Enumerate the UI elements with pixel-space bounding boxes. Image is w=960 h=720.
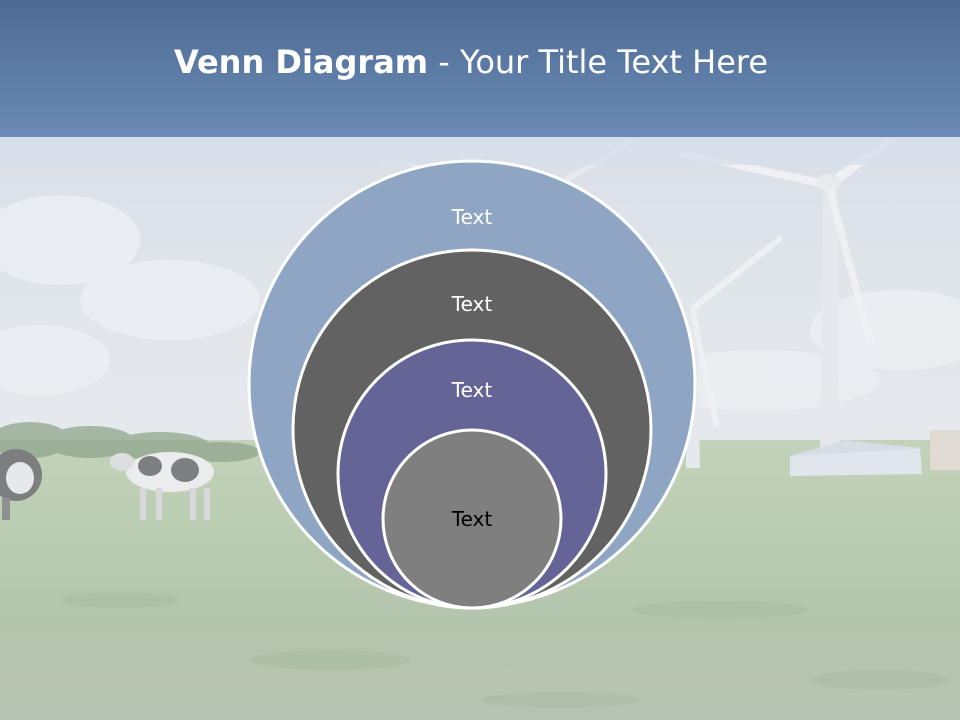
slide-title: Venn Diagram - Your Title Text Here	[0, 40, 942, 84]
circle-inner	[381, 428, 563, 610]
clouds	[0, 195, 960, 410]
cow-right	[110, 452, 214, 520]
barn	[790, 430, 960, 476]
title-bold: Venn Diagram	[173, 43, 429, 81]
circle-inner-label: Text	[451, 507, 493, 531]
circle-second-label: Text	[451, 292, 493, 316]
cow-left	[0, 449, 42, 520]
title-band	[0, 0, 960, 137]
circle-outer-label: Text	[451, 205, 493, 229]
title-rest: - Your Title Text Here	[428, 43, 769, 81]
grass-texture	[60, 592, 950, 708]
tree-line	[0, 422, 260, 462]
circle-third-label: Text	[451, 378, 493, 402]
